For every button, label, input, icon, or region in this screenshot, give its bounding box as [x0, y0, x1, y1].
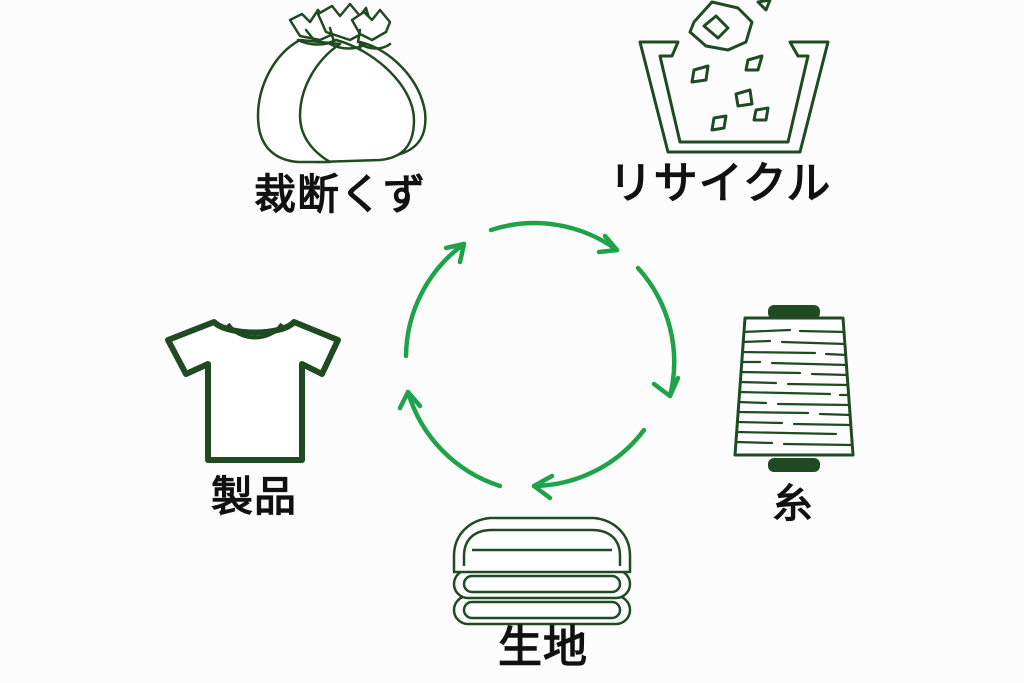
- arrow-yarn-to-fabric: [531, 427, 647, 489]
- label-recycle: リサイクル: [608, 158, 832, 209]
- folded-fabric-icon: [452, 516, 632, 626]
- arrow-recycle-to-yarn: [635, 265, 677, 399]
- arrow-fabric-to-product: [405, 389, 503, 489]
- recycling-bin-icon: [638, 0, 830, 154]
- arrow-scraps-to-recycle: [488, 220, 620, 253]
- t-shirt-icon: [165, 319, 341, 463]
- arrow-product-to-scraps: [403, 241, 467, 359]
- label-product: 製品: [210, 472, 298, 521]
- yarn-spool-icon: [733, 305, 855, 472]
- label-cutting-scraps: 裁断くず: [253, 170, 427, 219]
- cycle-arrows: [397, 220, 681, 501]
- label-fabric: 生地: [498, 622, 588, 673]
- label-yarn: 糸: [772, 481, 814, 527]
- bundled-bags-icon: [256, 2, 427, 164]
